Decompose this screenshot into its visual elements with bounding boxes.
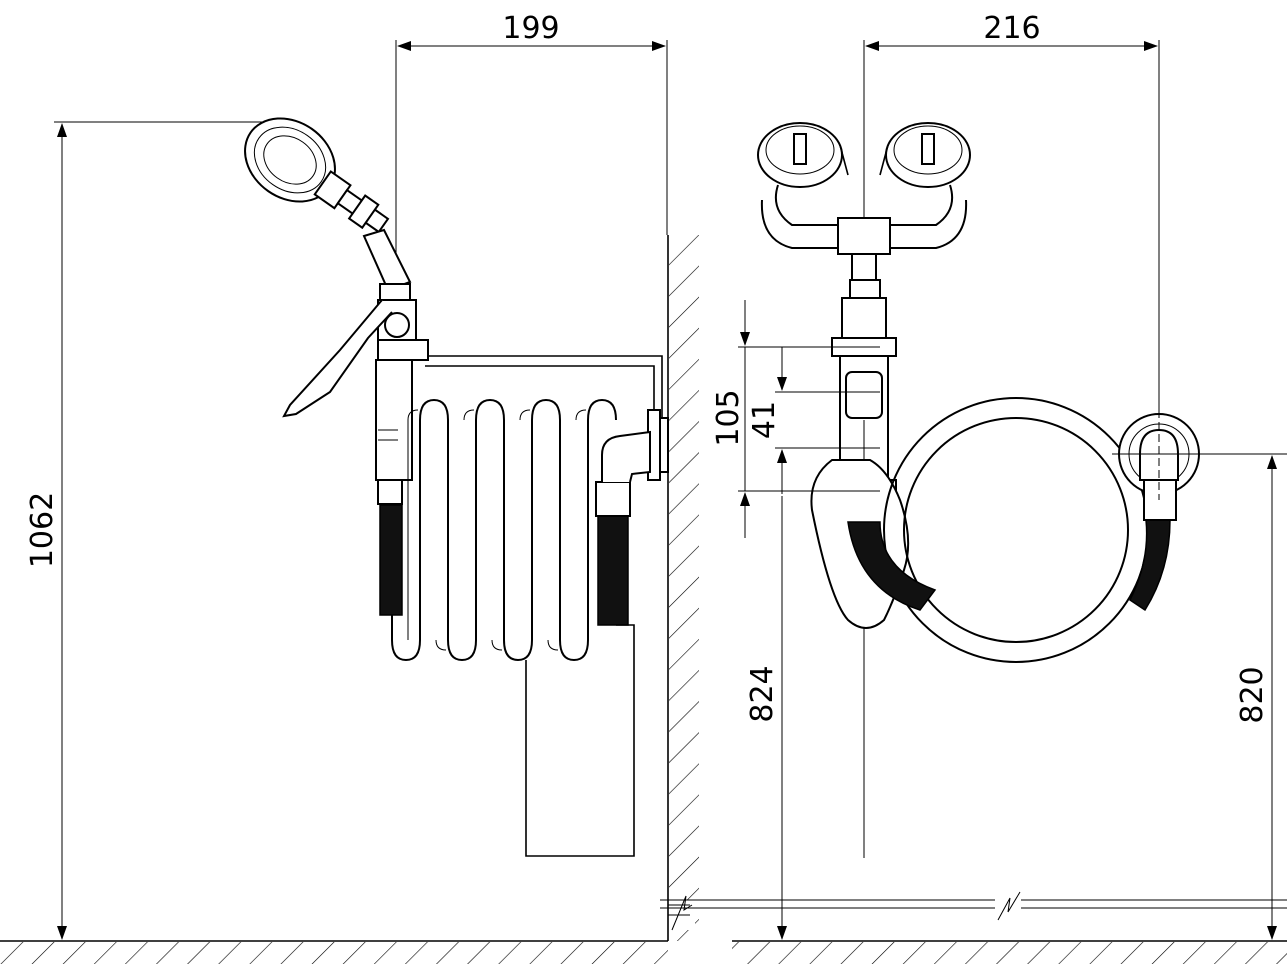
dimension-199: 199 — [395, 11, 668, 400]
dimension-105: 105 — [711, 300, 880, 538]
wall-side — [667, 235, 699, 941]
eyewash-heads — [757, 122, 971, 281]
front-view: 216 — [660, 11, 1287, 964]
dimension-216: 216 — [863, 11, 1160, 410]
dim-label-1062: 1062 — [25, 492, 60, 568]
wall-inlet — [1112, 410, 1287, 521]
dimension-820: 820 — [1235, 455, 1277, 940]
hose-coil-side — [379, 398, 651, 662]
floor-right — [660, 891, 1287, 964]
floor-left — [0, 940, 668, 964]
dim-label-199: 199 — [502, 11, 559, 46]
valve-body — [282, 283, 429, 505]
dimension-824: 824 — [745, 496, 787, 940]
side-view: 199 1062 — [0, 11, 699, 964]
supply-pipe-side — [525, 624, 635, 857]
hose-loop-front — [847, 397, 1171, 663]
shower-head — [244, 117, 412, 292]
dim-label-41: 41 — [747, 401, 782, 439]
dimension-1062: 1062 — [25, 121, 300, 940]
dim-label-216: 216 — [983, 11, 1040, 46]
dim-label-105: 105 — [711, 389, 746, 446]
dim-label-820: 820 — [1235, 666, 1270, 723]
dimension-41: 41 — [747, 347, 880, 494]
dim-label-824: 824 — [745, 665, 780, 722]
